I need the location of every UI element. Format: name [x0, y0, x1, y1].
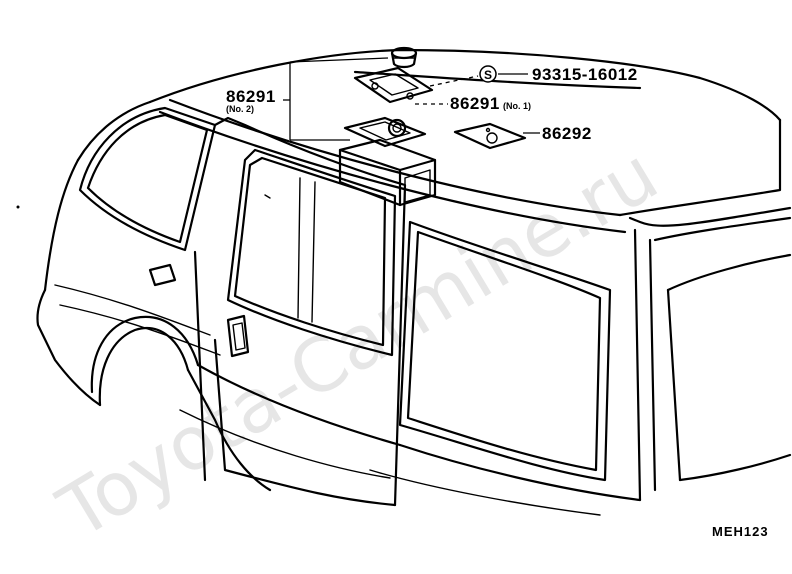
callout-93315-16012: S 93315-16012	[479, 65, 638, 84]
part-number-86291-no2: 86291	[226, 87, 276, 106]
part-sub-no2: (No. 2)	[226, 104, 254, 114]
callout-86291-no2: 86291 (No. 2)	[226, 87, 276, 114]
figure-code: MEH123	[712, 524, 769, 539]
callout-86292: 86292	[542, 124, 592, 143]
van-body-outline	[16, 48, 792, 516]
part-number-86291-no1: 86291	[450, 94, 500, 113]
watermark-text: Toyota-Carmine.ru	[44, 131, 672, 556]
standard-part-symbol: S	[484, 68, 492, 82]
callout-86291-no1: 86291 (No. 1)	[450, 94, 531, 113]
roof-ventilator-assembly	[338, 46, 642, 207]
part-sub-no1: (No. 1)	[503, 101, 531, 111]
standard-part-symbol-icon	[479, 65, 497, 83]
part-number-93315-16012: 93315-16012	[532, 65, 638, 84]
leader-lines	[283, 57, 540, 141]
part-number-86292: 86292	[542, 124, 592, 143]
